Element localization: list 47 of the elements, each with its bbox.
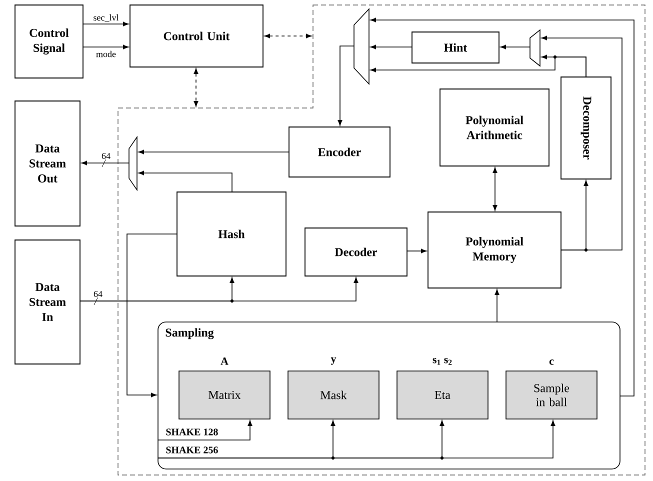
arrow	[370, 18, 634, 396]
arrow	[492, 167, 498, 211]
arrow	[158, 420, 252, 440]
edge-label: 64	[93, 290, 103, 298]
edge-label: mode	[96, 50, 116, 58]
block-box: Data Stream Out	[14, 100, 80, 226]
arrow	[541, 36, 622, 250]
arrow	[370, 44, 412, 50]
block-box: Decomposer	[560, 76, 612, 180]
arrow	[541, 54, 586, 78]
signal-label: c	[549, 360, 554, 365]
block-box: Encoder	[288, 126, 390, 178]
signal-label: A	[220, 358, 228, 365]
arrow	[338, 46, 354, 126]
sampler-box: Eta	[396, 370, 488, 420]
arrow	[138, 170, 232, 192]
block-box: Data Stream In	[14, 240, 80, 364]
signal-label: y	[330, 357, 336, 365]
arrow	[264, 34, 312, 38]
arrow	[126, 234, 178, 398]
bus-label: SHAKE 128	[165, 428, 219, 436]
arrow	[81, 158, 130, 168]
arrow	[500, 44, 530, 50]
block-box: Control Unit	[130, 4, 264, 68]
block-box: Polynomial Arithmetic	[440, 88, 550, 166]
block-box: Control Signal	[14, 4, 84, 78]
sampler-box: Matrix	[178, 370, 270, 420]
arrow	[560, 180, 588, 250]
block-box: Decoder	[304, 228, 408, 276]
arrow	[138, 150, 290, 154]
arrow	[194, 68, 198, 107]
edge-label: 64	[101, 152, 111, 160]
arrow	[158, 420, 556, 458]
arrow	[82, 22, 129, 26]
arrow	[80, 277, 358, 302]
arrow	[406, 248, 427, 254]
arrow	[82, 44, 129, 50]
edge-label: sec_lvl	[92, 14, 120, 22]
dashed-region	[118, 4, 646, 476]
arrow	[494, 289, 500, 322]
sampler-box: Mask	[288, 370, 380, 420]
signal-label: s$_{1}$ s$_{2}$	[432, 358, 452, 365]
block-box: Polynomial Memory	[428, 212, 562, 288]
sampler-box: Sample in ball	[506, 370, 598, 420]
block-box: Hash	[176, 192, 286, 276]
bus-label: SHAKE 256	[165, 446, 219, 454]
block-box: Hint	[412, 32, 500, 64]
